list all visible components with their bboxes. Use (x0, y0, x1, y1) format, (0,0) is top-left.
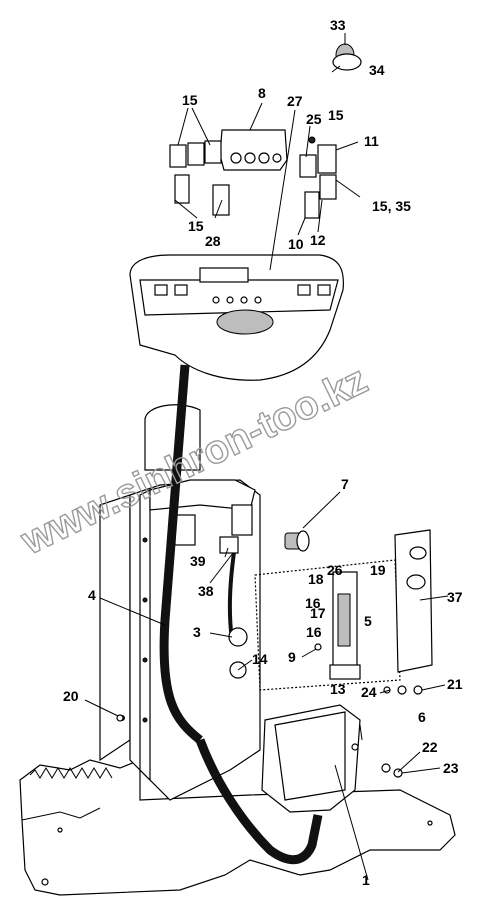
callout-label: 26 (327, 562, 343, 578)
callout-label: 10 (288, 236, 304, 252)
callout-label: 5 (364, 613, 372, 629)
callout-label: 38 (198, 583, 214, 599)
callout-label: 13 (330, 681, 346, 697)
callout-label: 16 (305, 595, 321, 611)
callout-label: 39 (190, 553, 206, 569)
bracket-39 (219, 536, 239, 554)
callout-label: 22 (422, 739, 438, 755)
callout-label: 15 (182, 92, 198, 108)
callout-label: 15, 35 (372, 198, 411, 214)
callout-label: 4 (88, 587, 96, 603)
callout-label: 19 (370, 562, 386, 578)
callout-label: 17 (310, 605, 326, 621)
callout-label: 34 (369, 62, 385, 78)
callout-label: 28 (205, 233, 221, 249)
callout-label: 21 (447, 676, 463, 692)
callout-label: 1 (362, 872, 370, 888)
plug-connector (284, 530, 310, 552)
floor-plate (19, 759, 456, 896)
callout-label: 15 (328, 107, 344, 123)
switch-group-right (299, 136, 337, 219)
callout-label: 15 (188, 218, 204, 234)
indicator-bar (329, 571, 361, 680)
callout-label: 3 (193, 624, 201, 640)
mirror-cap (332, 43, 362, 71)
callout-label: 18 (308, 571, 324, 587)
callout-label: 14 (252, 651, 268, 667)
control-box (261, 704, 361, 813)
callout-label: 27 (287, 93, 303, 109)
callout-label: 8 (258, 85, 266, 101)
callout-label: 6 (418, 709, 426, 725)
switch-group-left (169, 140, 230, 216)
callout-label: 16 (306, 624, 322, 640)
callout-label: 12 (310, 232, 326, 248)
callout-label: 24 (361, 684, 377, 700)
callout-label: 20 (63, 688, 79, 704)
leader-lines (84, 33, 449, 881)
dashboard-console (129, 254, 345, 381)
bracket-37 (394, 529, 433, 673)
callout-label: 37 (447, 589, 463, 605)
side-panel-left (99, 494, 131, 762)
gauge-cluster (219, 129, 288, 171)
callout-label: 9 (288, 649, 296, 665)
callout-label: 7 (341, 476, 349, 492)
callout-label: 25 (306, 111, 322, 127)
callout-label: 33 (330, 17, 346, 33)
back-plate (254, 559, 401, 691)
callout-label: 11 (364, 133, 379, 149)
callout-labels: 33 34 8 15 27 25 15 11 15 28 10 12 15, 3… (63, 17, 463, 888)
fasteners (116, 643, 423, 778)
callout-label: 23 (443, 760, 459, 776)
